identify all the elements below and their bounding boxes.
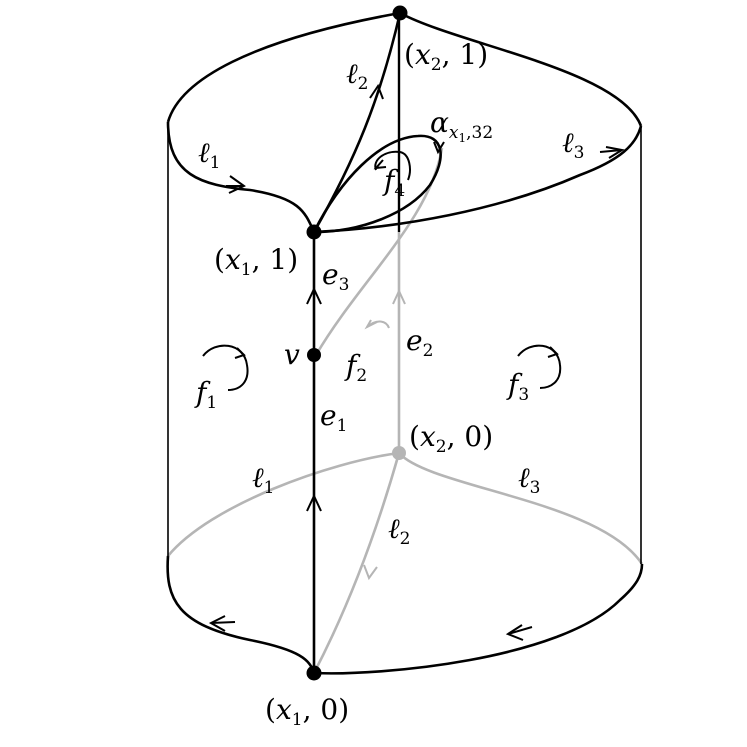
- label-l1-bottom: ℓ1: [252, 461, 275, 498]
- arrow-l2-top: [369, 83, 384, 100]
- top-front-left-l1: [166, 121, 316, 233]
- arrow-e2: [392, 288, 406, 305]
- hidden-bottom-loop-l1: [166, 451, 400, 557]
- rotation-f1-head: [234, 347, 246, 359]
- alpha-loop: [312, 134, 442, 234]
- arrow-e3: [306, 286, 322, 305]
- bottom-front-right-l3: [313, 563, 644, 675]
- hidden-alpha-trace: [314, 147, 444, 356]
- label-l3-top: ℓ3: [562, 126, 585, 163]
- visible-arrows: [202, 83, 625, 641]
- rotation-f3: [517, 344, 562, 389]
- arrow-l3-top-tail: [599, 149, 623, 153]
- arrow-e1: [306, 493, 322, 512]
- label-e2: e2: [406, 324, 433, 361]
- top-outer-back: [166, 11, 401, 123]
- rotation-f3-head: [547, 346, 559, 358]
- label-f4: f4: [382, 164, 405, 201]
- label-f3: f3: [506, 368, 529, 405]
- arrow-l1-top: [228, 175, 246, 194]
- label-alpha: αx1,32: [430, 106, 493, 145]
- vertex-x1-0: [306, 665, 322, 681]
- label-l2-bottom: ℓ2: [388, 512, 411, 549]
- top-outer-back-right: [399, 11, 643, 127]
- arrow-l3-bottom-tail: [507, 626, 533, 635]
- label-l1-top: ℓ1: [198, 136, 221, 173]
- top-front-right-l3: [313, 125, 643, 234]
- bottom-front-left-l1: [166, 555, 316, 674]
- rotation-f4: [374, 150, 411, 181]
- label-x1-1: (x1, 1): [214, 243, 298, 280]
- label-x1-0: (x1, 0): [265, 693, 349, 730]
- hidden-bottom-loop-l3: [398, 452, 644, 565]
- visible-lines: [166, 11, 644, 675]
- hidden-lines: [166, 147, 644, 674]
- label-f1: f1: [194, 376, 217, 413]
- vertex-x2-0: [392, 446, 406, 460]
- label-e3: e3: [322, 258, 349, 295]
- label-l2-top: ℓ2: [346, 57, 369, 94]
- label-x2-1: (x2, 1): [404, 38, 488, 75]
- arrow-l1-bottom-tail: [210, 621, 236, 624]
- label-v: v: [284, 338, 300, 371]
- hidden-arrows: [363, 288, 406, 581]
- top-loop-l2: [312, 12, 402, 233]
- label-e1: e1: [320, 399, 347, 436]
- vertex-x1-1: [306, 224, 322, 240]
- hidden-bottom-loop-l2: [312, 452, 401, 674]
- label-l3-bottom: ℓ3: [518, 461, 541, 498]
- arrow-l2-bottom: [363, 564, 378, 581]
- arrow-f2-head: [364, 319, 378, 330]
- rotation-f4-head: [373, 159, 387, 170]
- vertex-x2-1: [392, 5, 408, 21]
- arrow-alpha: [433, 141, 445, 155]
- label-x2-0: (x2, 0): [409, 420, 493, 457]
- rotation-f1: [202, 344, 249, 391]
- vertex-v: [307, 348, 321, 362]
- label-f2: f2: [344, 349, 367, 386]
